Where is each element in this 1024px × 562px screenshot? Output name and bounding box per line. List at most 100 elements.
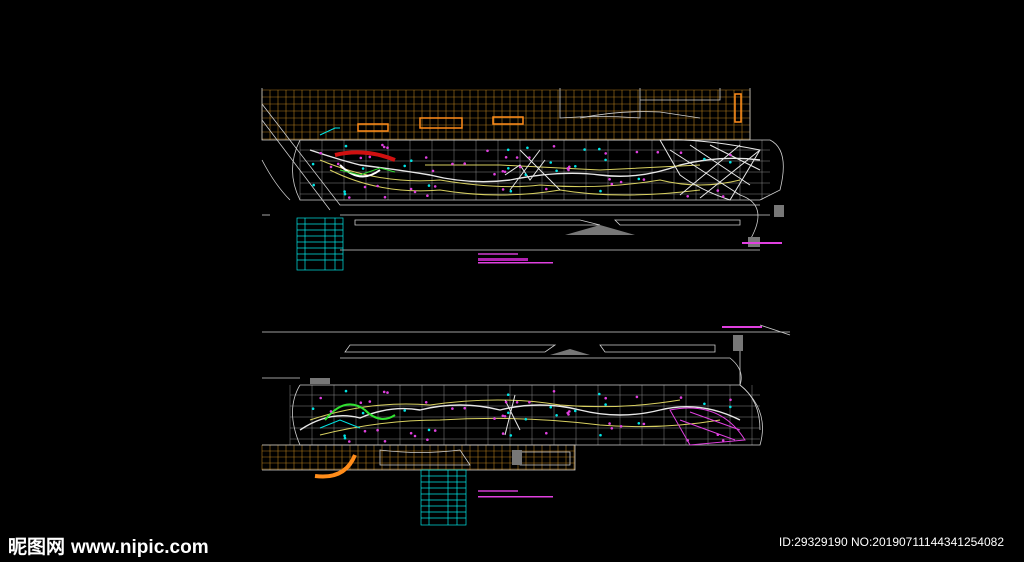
light-fixture-mark	[348, 440, 351, 443]
light-fixture-mark	[319, 151, 323, 155]
light-fixture-mark	[642, 422, 646, 426]
light-fixture-mark	[343, 434, 346, 438]
light-fixture-mark	[504, 156, 508, 159]
light-fixture-mark	[504, 400, 508, 404]
light-fixture-mark	[679, 396, 683, 399]
light-fixture-mark	[363, 429, 367, 433]
light-fixture-mark	[524, 173, 528, 176]
light-fixture-mark	[424, 401, 428, 404]
light-fixture-mark	[382, 390, 386, 394]
light-fixture-mark	[637, 177, 641, 181]
light-fixture-mark	[382, 145, 386, 149]
light-fixture-mark	[610, 182, 614, 186]
light-fixture-mark	[574, 409, 577, 413]
light-fixture-mark	[716, 433, 720, 437]
light-fixture-mark	[359, 156, 363, 160]
upper-path-curves	[309, 127, 761, 201]
light-fixture-mark	[413, 434, 417, 438]
light-fixture-mark	[703, 157, 706, 161]
lower-lighting-plan	[261, 324, 791, 526]
light-fixture-mark	[501, 170, 505, 173]
light-fixture-mark	[552, 145, 556, 148]
light-fixture-mark	[463, 162, 467, 165]
light-fixture-mark	[507, 411, 510, 415]
light-fixture-mark	[729, 398, 732, 402]
light-fixture-mark	[528, 156, 531, 159]
light-fixture-mark	[729, 405, 732, 409]
light-fixture-mark	[608, 422, 611, 425]
light-fixture-mark	[344, 389, 348, 393]
light-fixture-mark	[368, 155, 372, 159]
light-fixture-mark	[409, 431, 413, 435]
light-fixture-mark	[686, 195, 689, 198]
light-fixture-mark	[383, 440, 387, 443]
light-fixture-mark	[716, 189, 720, 192]
light-fixture-mark	[503, 415, 507, 418]
light-fixture-mark	[656, 150, 660, 154]
light-fixture-mark	[361, 411, 365, 415]
light-fixture-mark	[501, 414, 505, 418]
lower-path-curves	[299, 394, 746, 446]
light-fixture-mark	[463, 406, 467, 410]
light-fixture-mark	[528, 400, 531, 404]
light-fixture-mark	[519, 165, 522, 169]
light-fixture-mark	[410, 159, 413, 162]
light-fixture-mark	[381, 143, 384, 147]
light-fixture-mark	[403, 409, 407, 412]
light-fixture-mark	[604, 396, 607, 400]
light-fixture-mark	[524, 417, 528, 421]
light-fixture-mark	[619, 425, 623, 428]
light-fixture-mark	[433, 185, 437, 188]
light-fixture-mark	[343, 190, 346, 193]
light-fixture-mark	[526, 146, 529, 150]
light-fixture-mark	[598, 147, 601, 151]
light-fixture-mark	[598, 392, 601, 396]
lower-bench-arc	[314, 454, 357, 479]
light-fixture-mark	[501, 432, 505, 435]
light-fixture-mark	[386, 146, 389, 149]
light-fixture-mark	[545, 187, 548, 191]
light-fixture-mark	[329, 165, 333, 169]
light-fixture-mark	[433, 429, 437, 432]
light-fixture-mark	[721, 439, 725, 442]
light-fixture-mark	[729, 160, 732, 164]
lower-hatches	[310, 335, 743, 465]
light-fixture-mark	[642, 178, 646, 181]
upper-hatches	[565, 205, 784, 247]
light-fixture-mark	[383, 195, 387, 199]
light-fixture-mark	[608, 178, 611, 181]
light-fixture-mark	[329, 410, 333, 413]
light-fixture-mark	[574, 165, 577, 168]
light-fixture-mark	[599, 189, 602, 193]
upper-lighting-plan	[261, 88, 784, 271]
light-fixture-mark	[361, 167, 365, 170]
light-fixture-mark	[336, 162, 340, 166]
light-fixture-mark	[403, 164, 407, 168]
light-fixture-mark	[686, 439, 689, 442]
light-fixture-mark	[312, 183, 316, 187]
light-fixture-mark	[729, 153, 732, 157]
light-fixture-mark	[637, 422, 641, 425]
light-fixture-mark	[386, 391, 389, 394]
light-fixture-mark	[376, 184, 379, 188]
light-fixture-mark	[409, 187, 413, 191]
light-fixture-mark	[515, 401, 519, 404]
light-fixture-mark	[545, 431, 548, 435]
watermark-brand: 昵图网	[8, 536, 66, 558]
light-fixture-mark	[319, 396, 323, 400]
light-fixture-mark	[568, 165, 571, 169]
light-fixture-mark	[311, 407, 315, 411]
upper-legend-table	[296, 217, 344, 271]
lower-light-fixtures	[311, 389, 732, 443]
light-fixture-mark	[619, 180, 623, 184]
light-fixture-mark	[359, 401, 363, 405]
light-fixture-mark	[549, 161, 552, 164]
image-id: ID:29329190 NO:20190711144341254082	[778, 535, 1004, 549]
light-fixture-mark	[555, 169, 558, 173]
light-fixture-mark	[348, 196, 351, 199]
light-fixture-mark	[583, 148, 586, 151]
upper-light-fixtures	[311, 143, 732, 199]
lower-plan-outlines	[262, 324, 791, 471]
light-fixture-mark	[343, 436, 347, 440]
